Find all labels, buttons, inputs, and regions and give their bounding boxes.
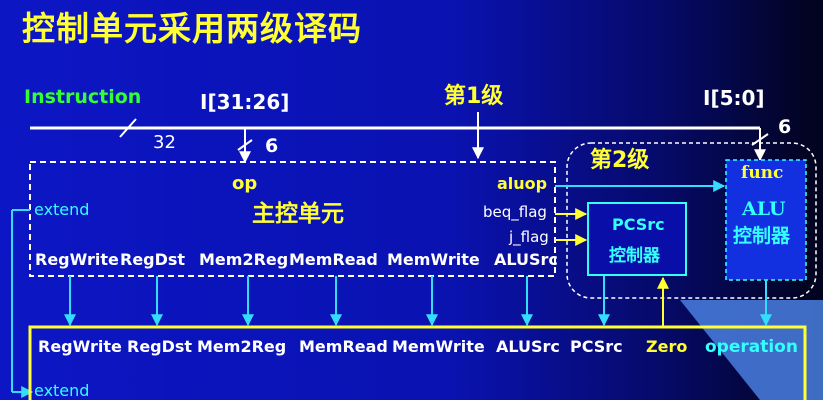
glare-shape (680, 300, 823, 400)
main-unit-label: 主控单元 (252, 201, 344, 227)
bottom-signal-memread: MemRead (299, 337, 388, 356)
main-output-memread: MemRead (289, 250, 378, 269)
slide-title: 控制单元采用两级译码 (22, 9, 362, 48)
extend-bottom-label: extend (34, 381, 90, 400)
beq-flag-label: beq_flag (483, 203, 547, 221)
level1-label: 第1级 (444, 84, 504, 109)
func-label: func (741, 163, 784, 183)
instruction-label: Instruction (24, 86, 142, 108)
bottom-signal-pcsrc: PCSrc (570, 337, 623, 356)
output-box (28, 325, 807, 400)
aluop-label: aluop (497, 174, 548, 193)
funct-width-label: 6 (778, 116, 792, 138)
bottom-signal-memwrite: MemWrite (392, 337, 485, 356)
bottom-signal-regwrite: RegWrite (38, 337, 122, 356)
j-flag-label: j_flag (509, 228, 549, 246)
op-bits-label: I[31:26] (200, 90, 290, 114)
bottom-signal-alusrc: ALUSrc (496, 337, 560, 356)
funct-bits-label: I[5:0] (703, 86, 765, 110)
bottom-signal-regdst: RegDst (127, 337, 193, 356)
op-width-tick (237, 139, 253, 151)
main-output-regwrite: RegWrite (35, 250, 119, 269)
bottom-signal-zero: Zero (646, 337, 688, 356)
main-control-box (29, 161, 556, 277)
level2-region (566, 142, 817, 299)
pcsrc-title: PCSrc (612, 215, 665, 234)
extend-top-label: extend (34, 200, 90, 219)
bottom-signal-operation: operation (705, 337, 798, 357)
op-label: op (232, 173, 258, 194)
bus-width-label: 32 (153, 132, 176, 153)
main-output-mem2reg: Mem2Reg (199, 250, 289, 269)
bus-width-tick (119, 118, 137, 138)
op-width-label: 6 (265, 135, 279, 157)
main-output-alusrc: ALUSrc (494, 250, 558, 269)
main-output-memwrite: MemWrite (387, 250, 480, 269)
alu-subtitle: 控制器 (733, 225, 791, 247)
main-output-regdst: RegDst (120, 250, 186, 269)
bottom-signal-mem2reg: Mem2Reg (197, 337, 287, 356)
pcsrc-controller-box (587, 202, 687, 276)
level2-label: 第2级 (590, 148, 650, 173)
alu-title: ALU (742, 198, 786, 220)
pcsrc-subtitle: 控制器 (609, 246, 660, 266)
